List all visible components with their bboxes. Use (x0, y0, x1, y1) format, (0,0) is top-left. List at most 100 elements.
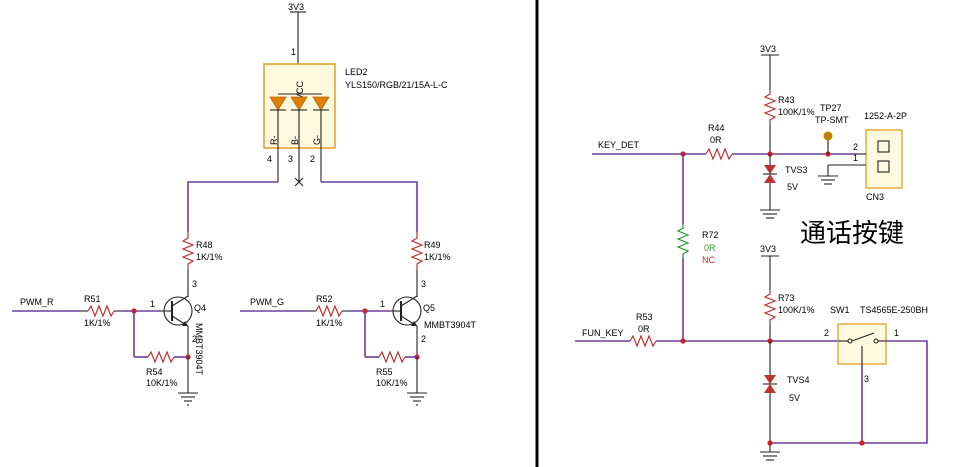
led-pin-name-b: B- (290, 136, 300, 145)
junction-dot (680, 338, 686, 344)
led-pin-3: 3 (288, 154, 293, 164)
junction-dot (767, 440, 773, 446)
svg-text:R43: R43 (778, 95, 795, 105)
svg-text:5V: 5V (789, 393, 800, 403)
net-pwm-g: PWM_G (240, 297, 308, 312)
svg-text:Q4: Q4 (194, 303, 206, 313)
led-diode-r (269, 96, 287, 111)
led-pin-2: 2 (310, 154, 315, 164)
resistor-r73: R73 100K/1% (763, 290, 815, 324)
svg-text:3V3: 3V3 (760, 44, 776, 54)
svg-text:R72: R72 (702, 230, 719, 240)
wire-sw-pin1-ground (770, 340, 928, 444)
svg-text:3: 3 (864, 374, 869, 384)
svg-text:TP27: TP27 (820, 103, 842, 113)
tvs-diode-tvs4: TVS4 5V (763, 375, 810, 403)
power-label: 3V3 (288, 2, 304, 12)
svg-text:1: 1 (894, 328, 899, 338)
wire-led-g (321, 181, 418, 232)
svg-text:Q5: Q5 (423, 303, 435, 313)
led-diode-g (312, 96, 330, 111)
svg-text:R73: R73 (778, 293, 795, 303)
svg-text:PWM_R: PWM_R (20, 297, 54, 307)
resistor-r49: R49 1K/1% (410, 232, 451, 270)
svg-text:FUN_KEY: FUN_KEY (582, 328, 624, 338)
svg-text:PWM_G: PWM_G (250, 297, 284, 307)
q4-pin-e: 2 (192, 334, 197, 344)
power-symbol-3v3-mid: 3V3 (760, 244, 779, 290)
ground-symbol (760, 451, 780, 461)
svg-text:2: 2 (853, 142, 858, 152)
led-pin-1: 1 (291, 47, 296, 57)
power-symbol-3v3-left: 3V3 1 (288, 2, 306, 64)
svg-text:10K/1%: 10K/1% (376, 378, 408, 388)
led-diode-b (290, 96, 308, 111)
svg-text:R54: R54 (146, 367, 163, 377)
q4-pin-c: 3 (192, 279, 197, 289)
transistor-q4: Q4 MMBT3904T (160, 293, 206, 376)
svg-text:0R: 0R (638, 324, 650, 334)
led-pin-4: 4 (267, 154, 272, 164)
resistor-r72: R72 0R NC (676, 224, 719, 265)
transistor-q5: Q5 MMBT3904T (389, 293, 477, 330)
led-pin-name-g: G- (312, 135, 322, 145)
svg-text:NC: NC (702, 255, 715, 265)
switch-sw1: SW1 TS4565E-250BH 2 1 3 (824, 305, 928, 384)
svg-text:R53: R53 (636, 312, 653, 322)
led-pin-name-r: R- (269, 136, 279, 146)
connector-cn3: 1252-A-2P 2 1 CN3 (828, 111, 907, 202)
net-pwm-r: PWM_R (12, 297, 80, 312)
ground-symbol (407, 392, 427, 406)
svg-text:TVS3: TVS3 (785, 165, 808, 175)
ground-symbol (178, 392, 198, 406)
power-symbol-3v3-top: 3V3 (760, 44, 779, 90)
svg-text:TVS4: TVS4 (787, 375, 810, 385)
q4-pin-b: 1 (150, 299, 155, 309)
svg-text:R52: R52 (316, 294, 333, 304)
svg-text:R49: R49 (424, 240, 441, 250)
resistor-r43: R43 100K/1% (763, 90, 815, 124)
no-connect-mark (294, 177, 304, 187)
net-key-det: KEY_DET (592, 140, 706, 155)
resistor-r53: R53 0R (629, 312, 657, 348)
svg-text:1K/1%: 1K/1% (424, 252, 451, 262)
ground-symbol (818, 175, 838, 185)
caption-call-key: 通话按键 (800, 219, 904, 249)
resistor-r54: R54 10K/1% (146, 350, 178, 388)
svg-text:SW1: SW1 (830, 305, 850, 315)
svg-text:1K/1%: 1K/1% (84, 318, 111, 328)
net-fun-key: FUN_KEY (575, 328, 630, 342)
q5-pin-e: 2 (421, 334, 426, 344)
resistor-r48: R48 1K/1% (181, 232, 223, 270)
svg-text:R48: R48 (196, 240, 213, 250)
svg-text:1252-A-2P: 1252-A-2P (864, 111, 907, 121)
svg-text:100K/1%: 100K/1% (778, 305, 815, 315)
q5-pin-c: 3 (421, 279, 426, 289)
svg-text:2: 2 (824, 328, 829, 338)
q5-pin-b: 1 (380, 299, 385, 309)
testpoint-tp27: TP27 TP-SMT (815, 103, 849, 154)
resistor-r52: R52 1K/1% (308, 294, 350, 328)
led2-rgb: LED2 YLS150/RGB/21/15A-L-C VCC R- B- G- … (263, 63, 448, 187)
svg-text:R44: R44 (708, 123, 725, 133)
svg-text:1: 1 (853, 153, 858, 163)
wire-led-r (187, 181, 278, 232)
svg-text:100K/1%: 100K/1% (778, 107, 815, 117)
ground-symbol (760, 209, 780, 219)
svg-text:1K/1%: 1K/1% (316, 318, 343, 328)
svg-text:10K/1%: 10K/1% (146, 378, 178, 388)
svg-text:5V: 5V (787, 182, 798, 192)
resistor-r44: R44 0R (705, 123, 733, 161)
svg-text:TS4565E-250BH: TS4565E-250BH (860, 305, 928, 315)
svg-text:MMBT3904T: MMBT3904T (424, 320, 477, 330)
svg-text:TP-SMT: TP-SMT (815, 115, 849, 125)
svg-text:KEY_DET: KEY_DET (598, 140, 640, 150)
svg-text:R55: R55 (376, 367, 393, 377)
led-ref: LED2 (345, 67, 368, 77)
led-part: YLS150/RGB/21/15A-L-C (345, 80, 448, 90)
svg-text:0R: 0R (704, 243, 716, 253)
svg-text:0R: 0R (710, 135, 722, 145)
tvs-diode-tvs3: TVS3 5V (763, 165, 808, 192)
svg-text:3V3: 3V3 (760, 244, 776, 254)
